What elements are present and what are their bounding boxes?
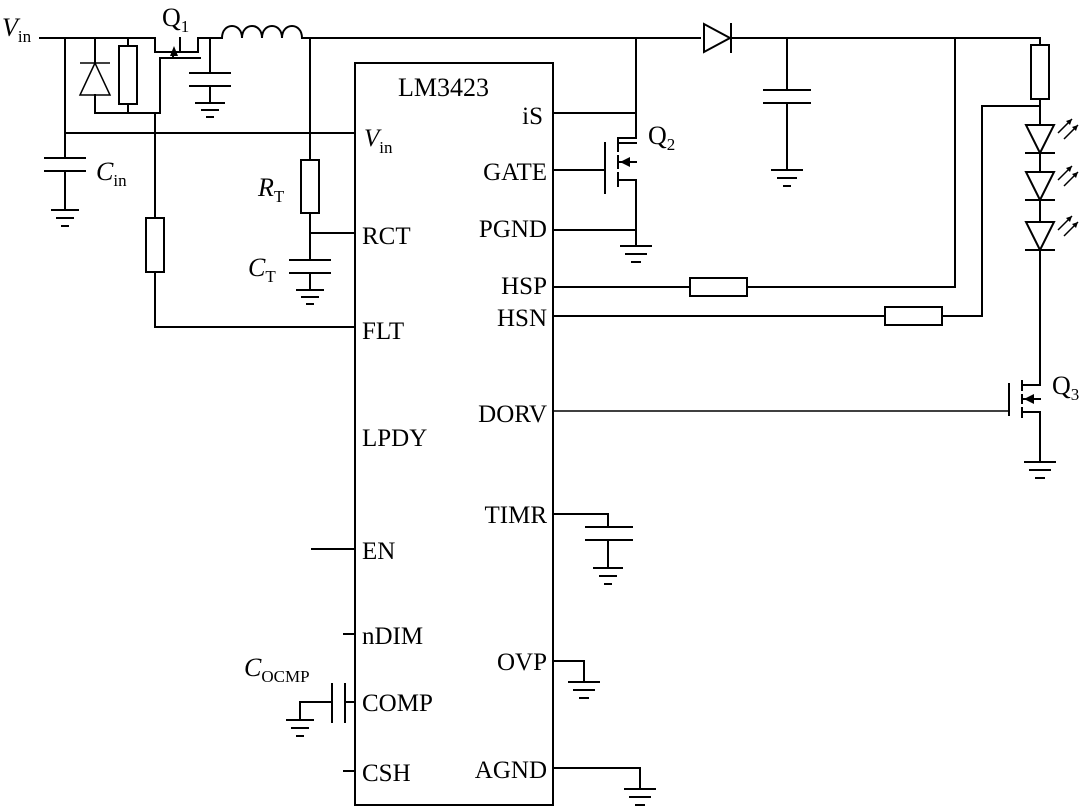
pin-comp: COMP: [362, 690, 433, 717]
is-wire: [552, 37, 637, 149]
output-diode: [703, 22, 733, 54]
hsp-resistor: [689, 277, 748, 297]
q1-arrow: [170, 46, 178, 56]
vin-label: Vin: [2, 13, 32, 46]
ct-cap: [289, 259, 331, 305]
hsp-wire: [552, 37, 956, 288]
pin-ovp: OVP: [497, 649, 547, 676]
cocmp-cap: [286, 683, 356, 737]
pin-is: iS: [522, 103, 543, 130]
agnd-ground: [552, 767, 656, 806]
pin-hsn: HSN: [497, 305, 547, 332]
flt-resistor: [145, 217, 165, 273]
pin-hsp: HSP: [501, 273, 547, 300]
cin-label: Cin: [96, 157, 127, 190]
pin-csh: CSH: [362, 760, 411, 787]
led-3: [1024, 215, 1079, 253]
cin-cap: [44, 132, 86, 227]
pin-flt: FLT: [362, 318, 404, 345]
cocmp-label: COCMP: [244, 653, 310, 686]
pin-vin: Vin: [364, 125, 393, 157]
pin-dorv: DORV: [478, 401, 547, 428]
q1-label: Q1: [162, 3, 189, 36]
pin-ndim: nDIM: [362, 623, 423, 650]
rt-wire: [309, 37, 356, 261]
pin-en: EN: [362, 538, 395, 565]
pin-lpdy: LPDY: [362, 425, 427, 452]
led-2: [1024, 165, 1079, 203]
q1-gate-resistor: [118, 45, 138, 105]
rt-resistor: [300, 159, 320, 214]
q1-output-cap: [189, 72, 231, 118]
pin-pgnd: PGND: [479, 216, 547, 243]
pin-rct: RCT: [362, 223, 411, 250]
q3-arrow: [1024, 394, 1034, 404]
ic-body: [354, 62, 554, 806]
sense-resistor: [1030, 44, 1050, 100]
q1-diode-symbol: [78, 61, 112, 96]
ic-name: LM3423: [398, 73, 489, 102]
ovp-ground: [552, 660, 600, 699]
pin-timr: TIMR: [485, 502, 548, 529]
pin-agnd: AGND: [475, 757, 547, 784]
rt-label: RT: [257, 173, 285, 206]
inductor: [220, 25, 304, 40]
timr-cap: [552, 513, 633, 585]
q3-mosfet: [1008, 369, 1056, 479]
pin-gate: GATE: [483, 159, 547, 186]
pgnd-wire: [552, 229, 652, 263]
output-cap: [763, 37, 811, 187]
led-1: [1024, 118, 1079, 156]
ct-label: CT: [248, 253, 276, 286]
q3-label: Q3: [1052, 371, 1079, 404]
flt-wire: [154, 112, 356, 328]
q2-label: Q2: [648, 121, 675, 154]
hsn-resistor: [884, 306, 943, 326]
hsn-wire: [552, 105, 1041, 317]
q1-diode-wires: [94, 37, 161, 114]
q2-arrow: [620, 157, 630, 167]
q1-mosfet: [154, 37, 201, 114]
